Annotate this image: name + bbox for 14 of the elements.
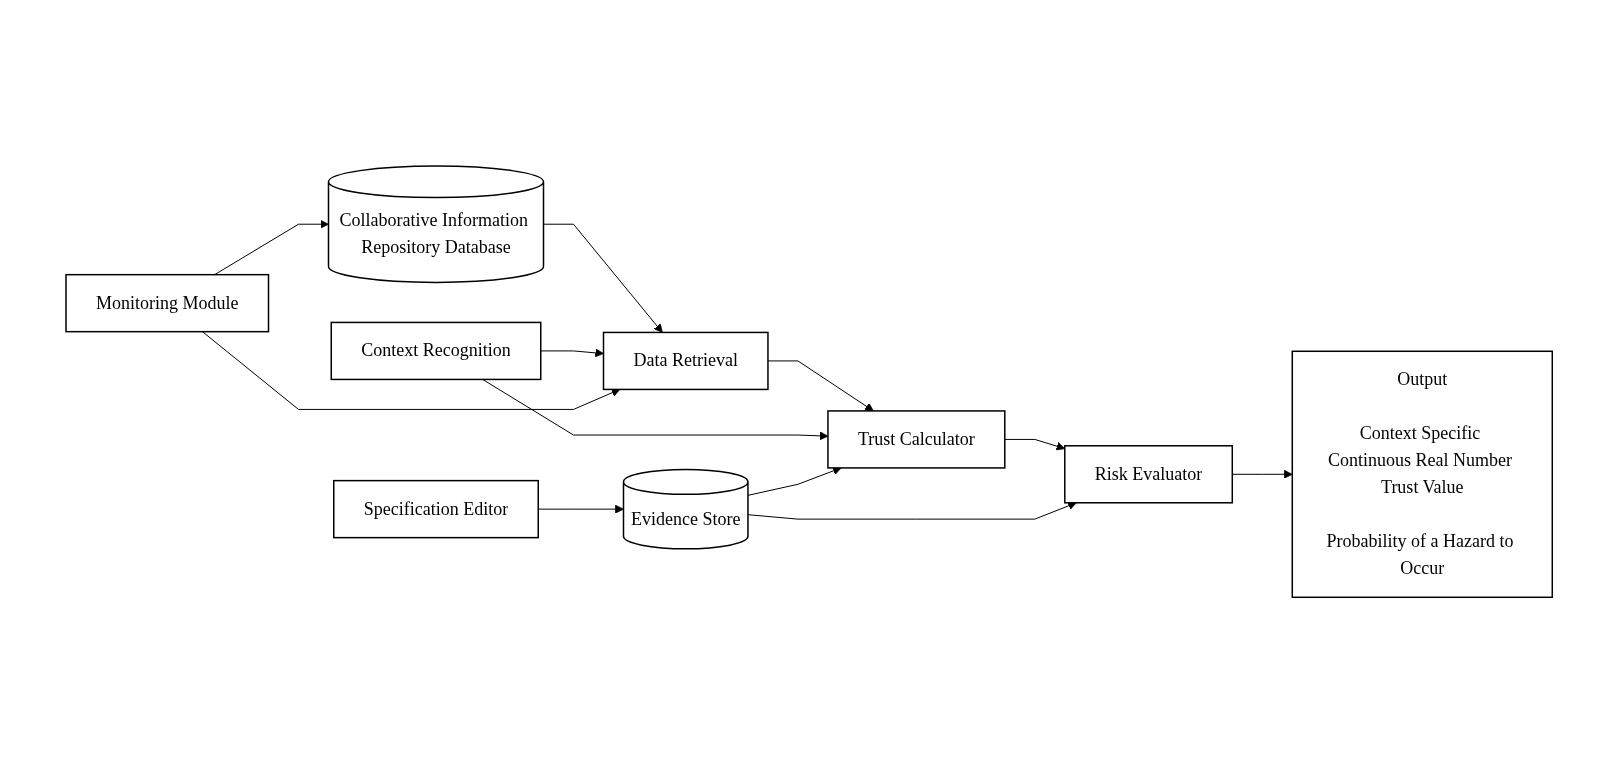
arrow [202, 331, 621, 410]
arrow [482, 378, 829, 441]
arrow [543, 223, 664, 333]
node-box: Monitoring Module [65, 273, 270, 333]
node-box: Specification Editor [333, 479, 540, 539]
node-box: Output Context Specific Continuous Real Number Trust Value Probability of a Hazard to Occur [1291, 350, 1554, 598]
node-box: Risk Evaluator [1064, 444, 1234, 504]
arrow [747, 466, 842, 496]
arrow [214, 219, 330, 276]
node-box: Context Recognition [330, 321, 542, 381]
node-box: Trust Calculator [827, 410, 1006, 469]
arrow [538, 504, 625, 514]
arrow [747, 501, 1078, 520]
node-box: Data Retrieval [603, 331, 770, 391]
